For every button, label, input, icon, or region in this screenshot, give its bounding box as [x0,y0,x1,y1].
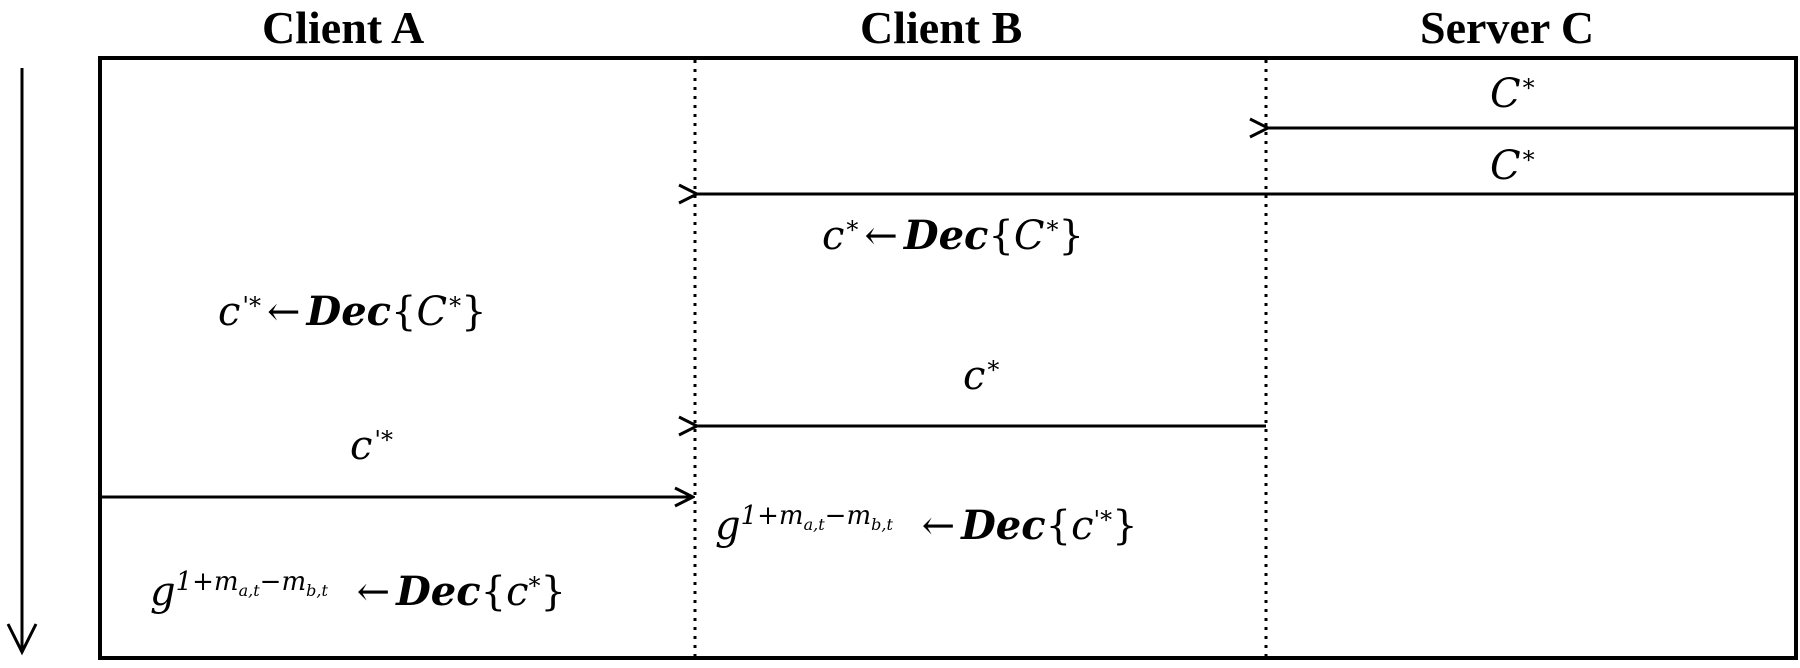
diagram-frame [98,56,1798,660]
message-label-2: C* [1490,143,1535,189]
message-label-1: C* [1490,71,1535,117]
message-label-3: c* [963,353,1000,399]
header-client-a: Client A [262,2,425,53]
message-label-4: c'* [350,423,394,469]
operation-b-result: g1+ma,t−mb,t ←Dec{c'*} [715,501,1138,549]
operation-a-result: g1+ma,t−mb,t ←Dec{c*} [150,567,566,615]
operation-b-decrypt: c*←Dec{C*} [822,212,1084,259]
operation-a-decrypt: c'*←Dec{C*} [218,288,487,335]
time-axis-arrow [6,68,38,656]
header-client-b: Client B [860,2,1023,53]
header-server-c: Server C [1420,2,1595,53]
